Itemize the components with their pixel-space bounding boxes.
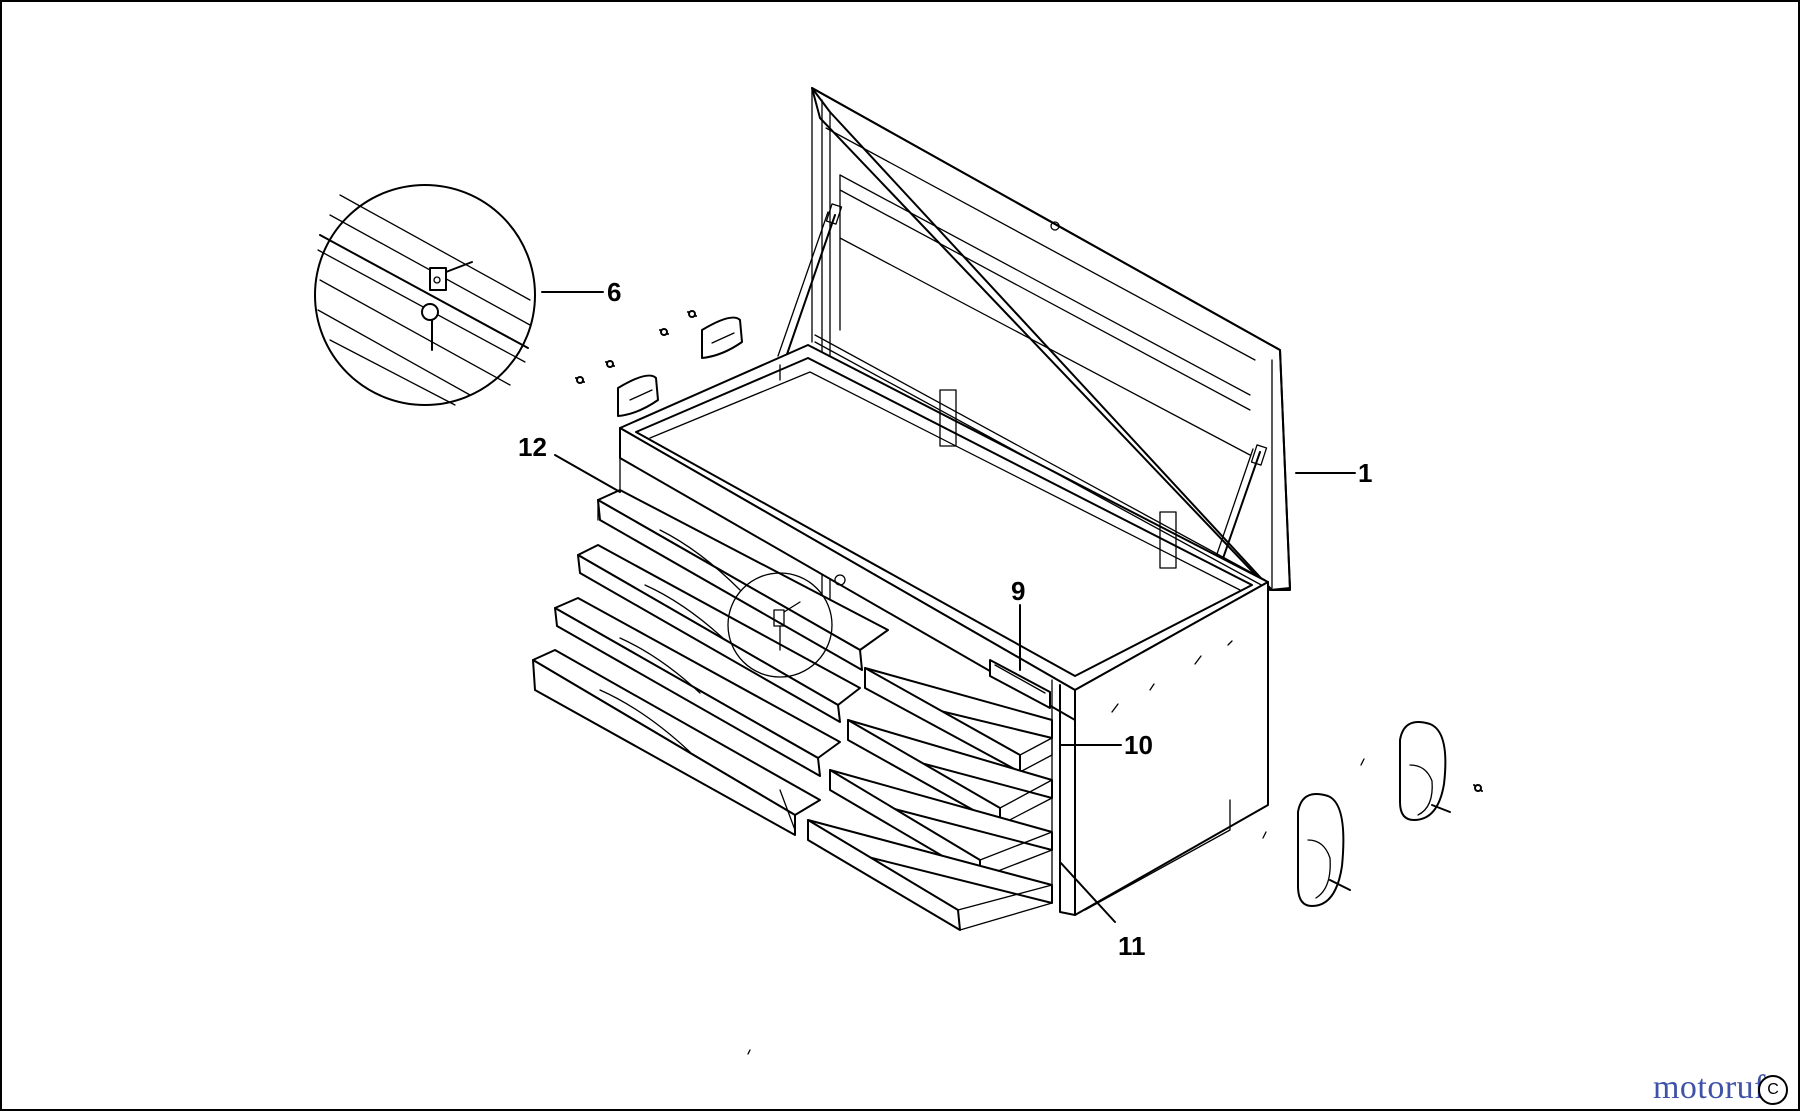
screw-icon bbox=[605, 360, 615, 368]
left-handles bbox=[575, 310, 743, 417]
screw-icon bbox=[687, 310, 697, 318]
svg-text:9: 9 bbox=[1011, 576, 1025, 606]
tool-chest-body bbox=[619, 334, 1269, 916]
watermark-text: motoruf bbox=[1652, 1069, 1766, 1106]
right-handles bbox=[1262, 721, 1483, 907]
lock-detail-view bbox=[314, 184, 536, 406]
left-drawer-1 bbox=[597, 489, 889, 671]
svg-text:11: 11 bbox=[1118, 931, 1146, 961]
callout-1: 1 bbox=[1295, 458, 1372, 488]
screw-icon bbox=[575, 376, 585, 384]
svg-text:12: 12 bbox=[518, 432, 547, 462]
handle-right-front bbox=[1297, 793, 1351, 907]
callout-6: 6 bbox=[541, 277, 621, 307]
right-drawer-4 bbox=[807, 819, 1053, 931]
screw-icon bbox=[1473, 784, 1483, 792]
watermark-logo: motoruf bbox=[1653, 1069, 1766, 1107]
right-drawer-1 bbox=[864, 667, 1053, 773]
left-drawer-4 bbox=[532, 649, 821, 836]
handle-left-back bbox=[701, 316, 743, 359]
lock-detail-marker bbox=[727, 572, 833, 678]
callout-11: 11 bbox=[1059, 861, 1146, 961]
handle-left-front bbox=[617, 374, 659, 417]
lock-key-icon bbox=[773, 601, 801, 651]
left-drawer-3 bbox=[554, 597, 841, 777]
callout-9: 9 bbox=[1011, 576, 1025, 671]
callout-12: 12 bbox=[518, 432, 621, 493]
svg-text:6: 6 bbox=[607, 277, 621, 307]
left-drawer-stack bbox=[532, 489, 889, 836]
watermark-badge: C bbox=[1758, 1075, 1788, 1105]
svg-text:1: 1 bbox=[1358, 458, 1372, 488]
right-drawer-stack bbox=[807, 667, 1053, 931]
key-icon bbox=[421, 261, 473, 351]
screw-icon bbox=[659, 328, 669, 336]
svg-text:10: 10 bbox=[1124, 730, 1153, 760]
callout-10: 10 bbox=[1059, 730, 1153, 760]
handle-right-back bbox=[1399, 721, 1451, 821]
left-drawer-2 bbox=[577, 544, 861, 723]
